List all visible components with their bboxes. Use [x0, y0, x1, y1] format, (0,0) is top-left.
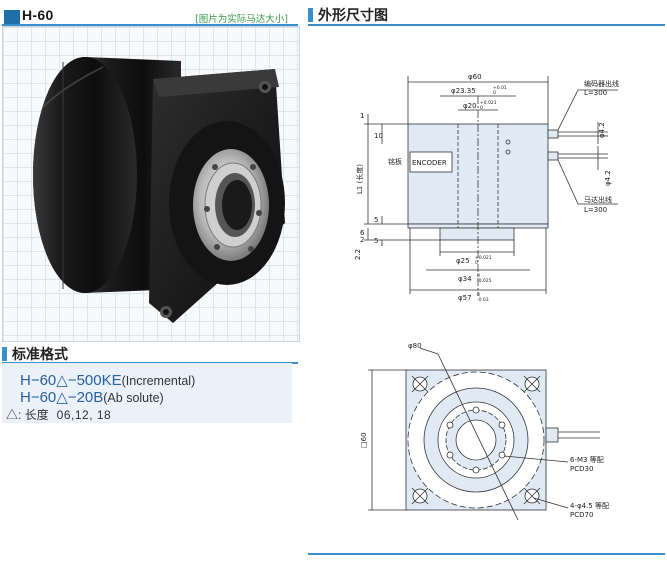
label-motor-cable-len: L=300: [584, 206, 607, 214]
model-title-mark: [4, 10, 20, 24]
dim-width: φ60: [468, 73, 482, 81]
right-panel-title: 外形尺寸图: [318, 7, 388, 23]
motor-photo-panel: [2, 26, 300, 342]
label-holes: 4-φ4.5 等配: [570, 501, 609, 510]
dim-shaft1: φ25: [456, 257, 470, 265]
spec-suffix-incremental: (Incremental): [121, 374, 196, 388]
spec-line-absolute: H−60△−20B(Ab solute): [20, 388, 164, 406]
dim-square: □60: [360, 432, 368, 448]
dim-shaft2-tol-lower: -0.025: [477, 278, 492, 284]
label-pcd70: PCD70: [570, 511, 593, 519]
right-panel-header: 外形尺寸图: [308, 4, 665, 26]
spec-line-incremental: H−60△−500KE(Incremental): [20, 371, 195, 389]
dim-cable2: φ4.2: [604, 170, 612, 186]
photo-note: [图片为实际马达大小]: [195, 14, 288, 25]
label-encoder: ENCODER: [412, 159, 447, 167]
dim-bore2: φ20: [463, 102, 477, 110]
motor-photo: [33, 57, 285, 323]
dim-l1: L1 (长度): [355, 164, 364, 194]
dim-shaft2: φ34: [458, 275, 472, 283]
spec-model-incremental: H−60△−500KE: [20, 372, 122, 389]
dim-6: 6: [360, 229, 365, 237]
label-encoder-cable-len: L=300: [584, 89, 607, 97]
dim-cable1: φ4.2: [598, 122, 606, 138]
dim-5a: 5: [374, 216, 378, 224]
label-m3: 6-M3 等配: [570, 455, 604, 464]
dim-1: 1: [360, 112, 364, 120]
dim-bore1-tol-upper: +0.01: [493, 85, 507, 91]
spec-note-values: 06,12, 18: [56, 408, 112, 422]
spec-header: 标准格式: [2, 343, 298, 365]
dim-base-tol-lower: -0.03: [477, 297, 489, 303]
dim-base-tol-upper: 0: [477, 292, 480, 298]
spec-note-label: △: 长度: [6, 408, 49, 422]
label-motor-cable: 马达出线: [584, 195, 612, 204]
spec-box: H−60△−500KE(Incremental) H−60△−20B(Ab so…: [2, 363, 292, 423]
left-panel-header: H-60 [图片为实际马达大小]: [2, 4, 298, 26]
dim-bore2-tol-upper: +0.021: [480, 100, 497, 106]
dim-2-2: 2.2: [354, 249, 362, 260]
right-header-rule: [308, 24, 665, 26]
spec-suffix-absolute: (Ab solute): [103, 391, 164, 405]
left-header-rule: [2, 24, 298, 26]
spec-note: △: 长度 06,12, 18: [6, 406, 111, 423]
dim-bore1-tol-lower: 0: [493, 90, 496, 96]
spec-title-mark: [2, 347, 7, 361]
top-view-drawing: φ80 □60 6-M3 等配 PCD30 4-φ4.5 等配 PCD70: [360, 342, 609, 521]
right-title-mark: [308, 8, 313, 22]
right-bottom-rule: [308, 553, 665, 555]
dim-circle: φ80: [408, 342, 422, 350]
dim-bore1: φ23.35: [451, 87, 476, 95]
spec-title: 标准格式: [12, 346, 68, 362]
label-pcd30: PCD30: [570, 465, 593, 473]
dim-bore2-tol-lower: 0: [480, 105, 483, 111]
front-view-drawing: φ60 φ23.35 +0.01 0 φ20 +0.021 0 φ25 +0.0…: [354, 73, 619, 303]
dim-2: 2: [360, 236, 364, 244]
model-title: H-60: [22, 7, 54, 23]
spec-model-absolute: H−60△−20B: [20, 389, 104, 406]
dim-10: 10: [374, 132, 383, 140]
label-nameplate: 铭板: [388, 157, 402, 166]
dim-base: φ57: [458, 294, 472, 302]
dim-shaft2-tol-upper: 0: [477, 273, 480, 279]
dim-5b: 5: [374, 237, 378, 245]
dim-shaft1-tol-lower: 0: [475, 260, 478, 266]
label-encoder-cable: 编码器出线: [584, 79, 619, 88]
dim-shaft1-tol-upper: +0.021: [475, 255, 492, 261]
